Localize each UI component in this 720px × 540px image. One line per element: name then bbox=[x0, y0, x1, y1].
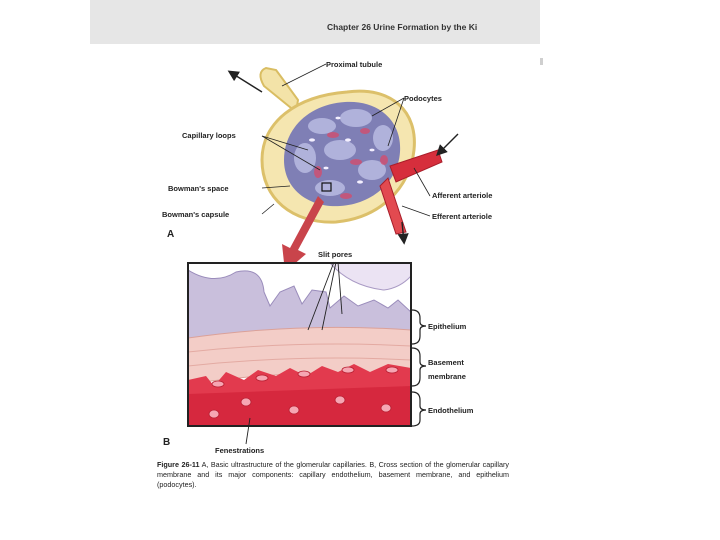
label-efferent-arteriole: Efferent arteriole bbox=[432, 212, 492, 221]
endothelium-bracket bbox=[412, 392, 426, 426]
label-capillary-loops: Capillary loops bbox=[182, 131, 236, 140]
panel-b-cross-section bbox=[188, 263, 411, 426]
label-basement-membrane-2: membrane bbox=[428, 372, 466, 381]
proximal-tubule-shape bbox=[260, 68, 298, 112]
label-endothelium: Endothelium bbox=[428, 406, 473, 415]
label-basement-membrane-1: Basement bbox=[428, 358, 464, 367]
basement-bracket bbox=[412, 348, 426, 386]
label-podocytes: Podocytes bbox=[404, 94, 442, 103]
proximal-tubule-flow-arrow bbox=[230, 72, 262, 92]
panel-a-letter: A bbox=[167, 229, 174, 240]
layer-brackets bbox=[412, 310, 426, 426]
panel-b-letter: B bbox=[163, 437, 170, 448]
afferent-flow-arrow bbox=[438, 134, 458, 154]
label-slit-pores: Slit pores bbox=[318, 250, 352, 259]
label-afferent-arteriole: Afferent arteriole bbox=[432, 191, 492, 200]
epithelium-bracket bbox=[412, 310, 426, 344]
label-epithelium: Epithelium bbox=[428, 322, 466, 331]
figure-number: Figure 26-11 bbox=[157, 460, 199, 469]
label-bowmans-space: Bowman's space bbox=[168, 184, 229, 193]
figure-caption: Figure 26-11 A, Basic ultrastructure of … bbox=[157, 460, 509, 514]
label-proximal-tubule: Proximal tubule bbox=[326, 60, 382, 69]
label-bowmans-capsule: Bowman's capsule bbox=[162, 210, 229, 219]
figure-caption-text: A, Basic ultrastructure of the glomerula… bbox=[157, 460, 509, 489]
label-fenestrations: Fenestrations bbox=[215, 446, 264, 455]
